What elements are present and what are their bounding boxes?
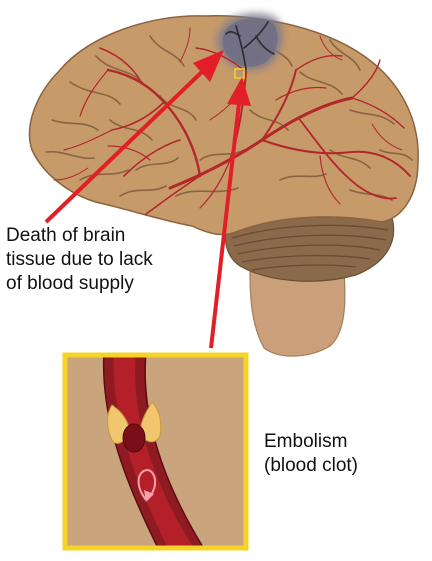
embolism-label: Embolism (blood clot) xyxy=(264,430,358,478)
blood-clot xyxy=(122,423,146,453)
plaque-right xyxy=(139,401,162,443)
arrow-tissue-death-head xyxy=(193,50,224,82)
embolism-inset xyxy=(62,352,249,551)
tissue-death-label-line-3: of blood supply xyxy=(6,273,134,294)
brain-stem xyxy=(249,271,346,357)
embolism-label-line-1: Embolism xyxy=(264,431,348,452)
blood-flow-arrow xyxy=(137,468,156,501)
arrow-tissue-death xyxy=(44,66,208,224)
arrow-embolism-head xyxy=(227,77,251,106)
arrows xyxy=(44,50,251,349)
dead-tissue-region xyxy=(217,13,283,71)
clot-location-marker xyxy=(234,68,245,79)
artery-lumen xyxy=(113,355,194,548)
tissue-death-label-line-2: tissue due to lack xyxy=(6,249,153,270)
inset-border xyxy=(62,352,249,551)
blood-flow-arrowhead xyxy=(144,490,154,502)
brain-folds xyxy=(45,35,413,201)
embolism-label-line-2: (blood clot) xyxy=(264,455,358,476)
arrow-embolism xyxy=(209,102,241,349)
tissue-death-label: Death of brain tissue due to lack of blo… xyxy=(6,224,153,296)
blood-vessels xyxy=(53,27,411,215)
tissue-death-label-line-1: Death of brain xyxy=(6,225,126,246)
